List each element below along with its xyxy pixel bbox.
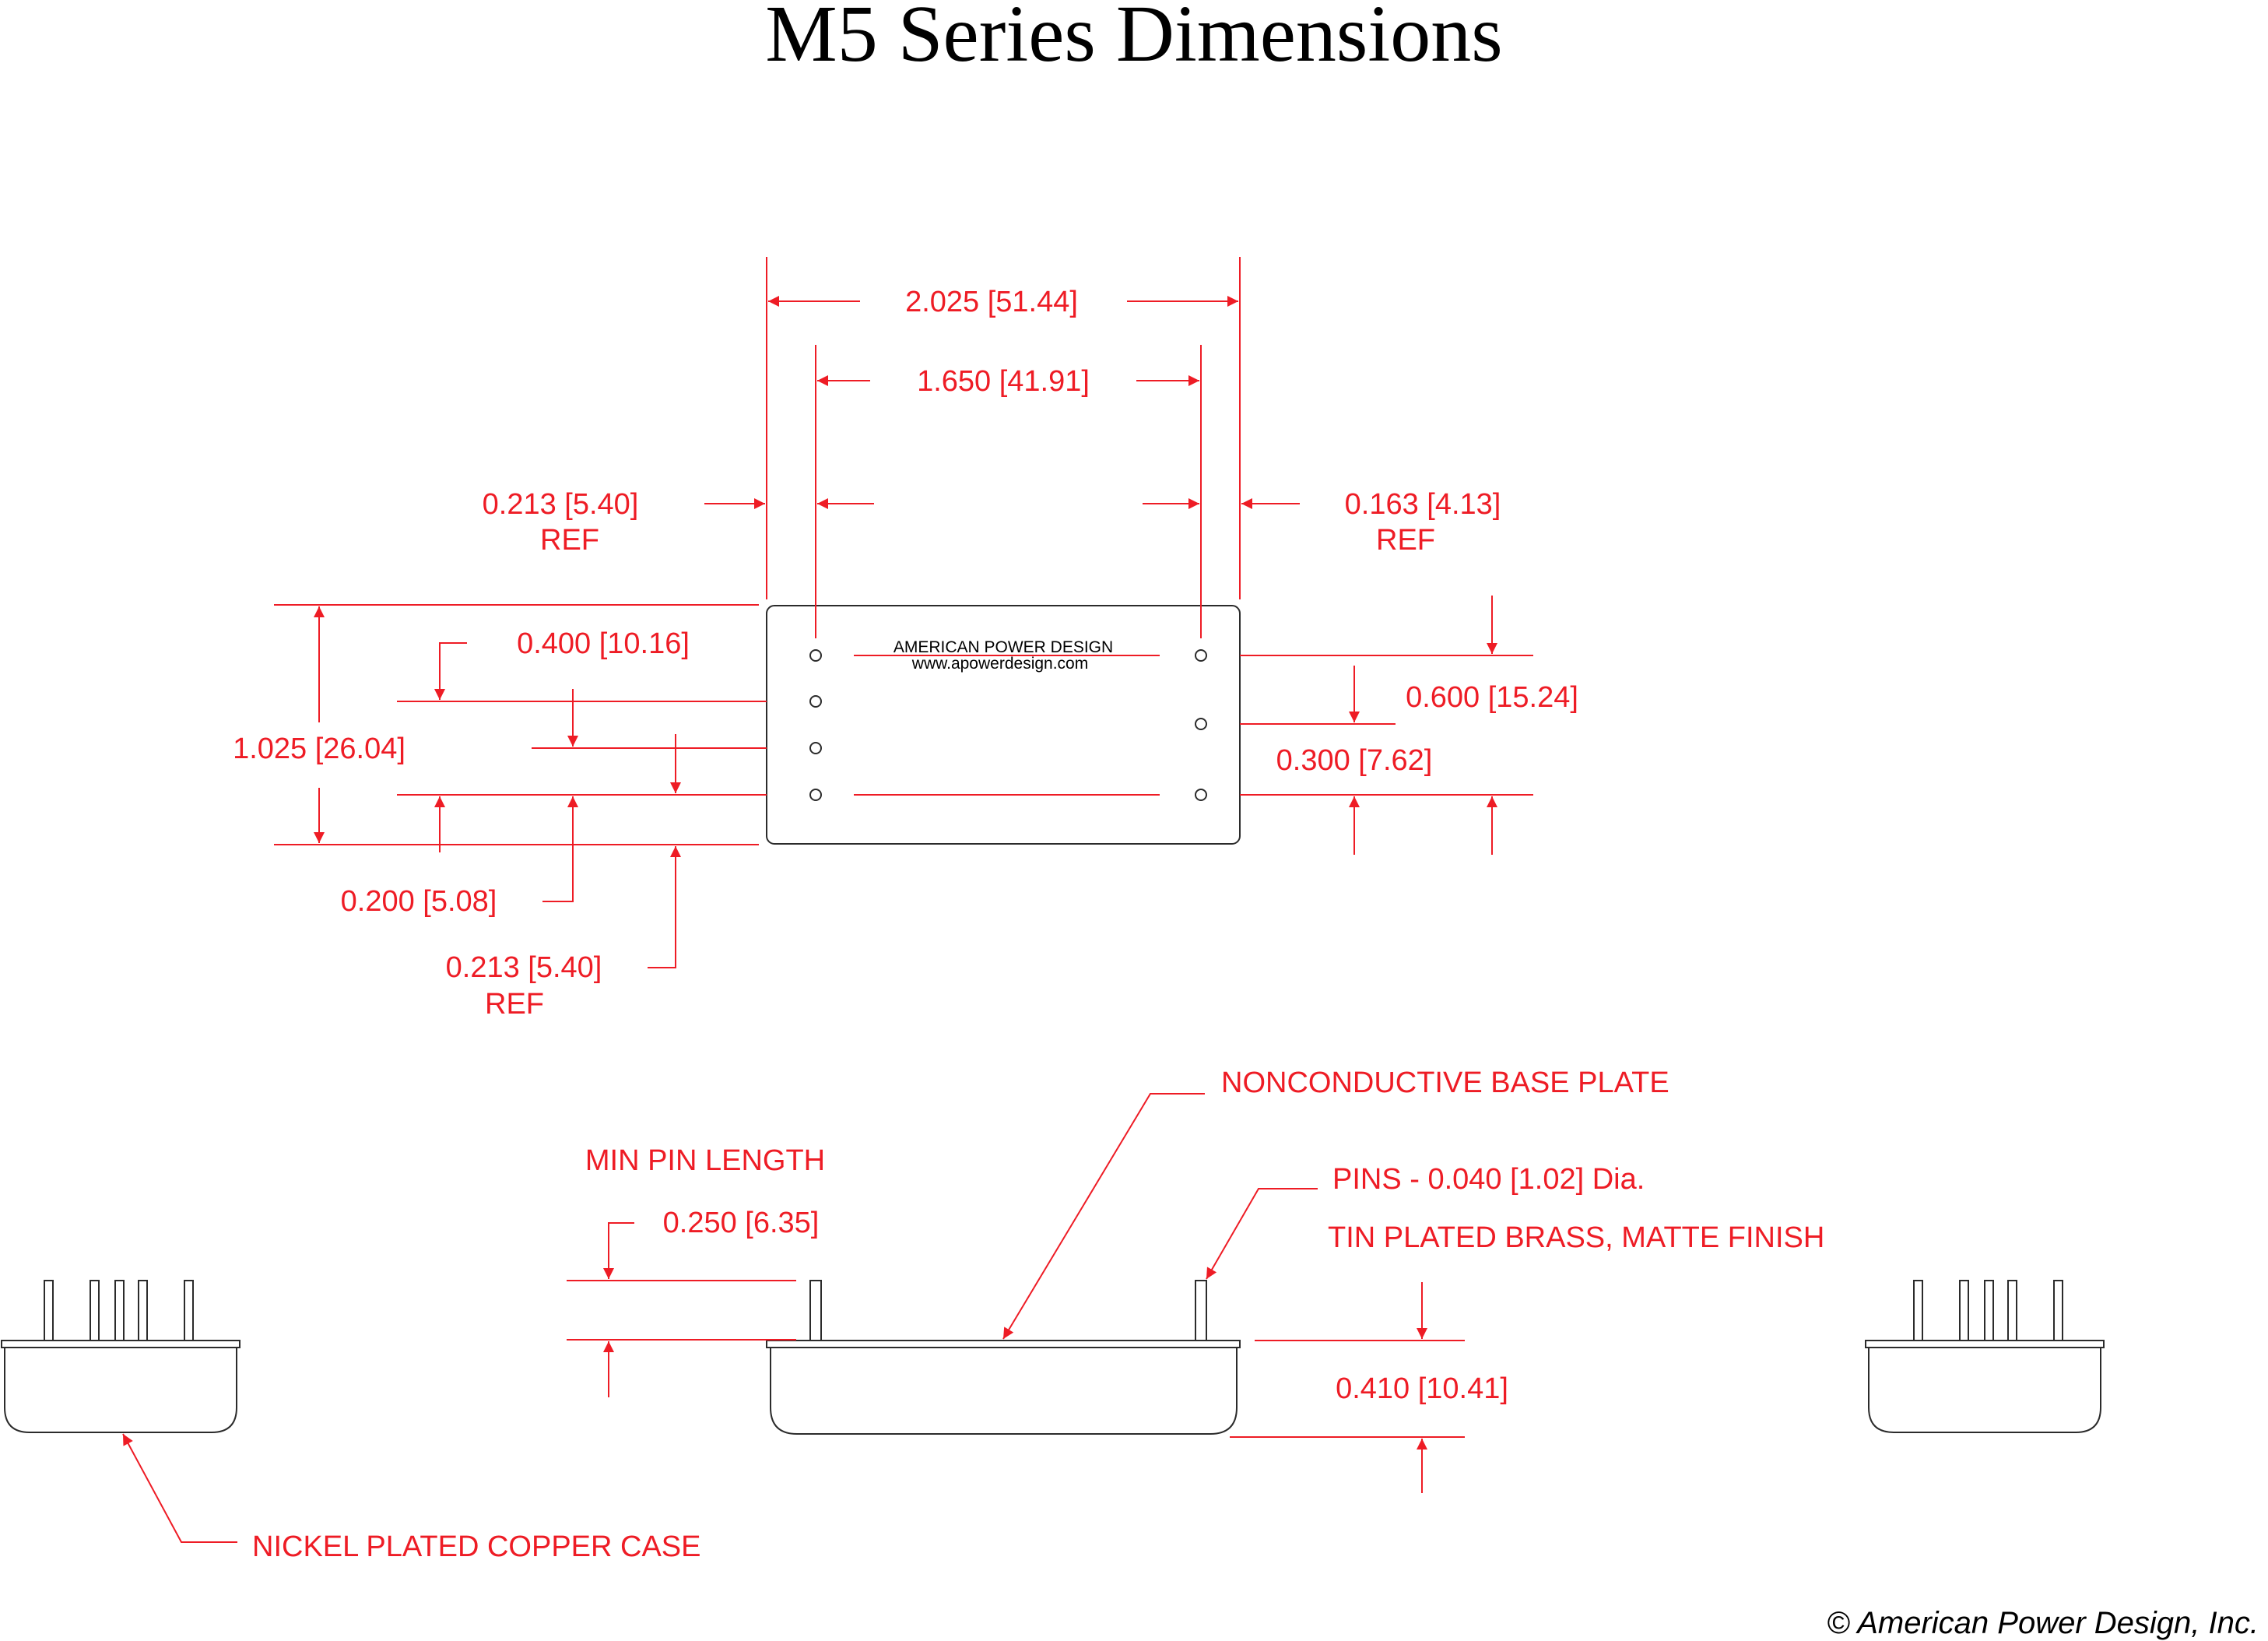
leader-min-pin [603, 1222, 634, 1279]
dim-bottom-ref-label: REF [485, 988, 544, 1021]
extension-lines [274, 257, 1533, 845]
dim-right-upper: 0.600 [15.24] [1406, 681, 1578, 714]
dim-bottom-pitch: 0.200 [5.08] [341, 885, 497, 918]
side-view-main [766, 1280, 1241, 1435]
copyright: © American Power Design, Inc. [1827, 1606, 2259, 1640]
dim-right-ref-value: 0.163 [4.13] [1345, 488, 1501, 521]
page-title: M5 Series Dimensions [765, 0, 1503, 79]
pin-hole [809, 649, 822, 662]
dim-right-lower: 0.300 [7.62] [1276, 744, 1433, 777]
top-view: AMERICAN POWER DESIGN www.apowerdesign.c… [766, 605, 1241, 845]
side-view-left [1, 1280, 240, 1433]
pin-hole [1195, 718, 1207, 730]
dim-left-ref-value: 0.213 [5.40] [483, 488, 639, 521]
callout-pins: PINS - 0.040 [1.02] Dia. [1332, 1163, 1645, 1196]
dim-bottom-ref-value: 0.213 [5.40] [446, 951, 602, 984]
dim-left-ref-label: REF [540, 524, 599, 557]
leader-base-plate [1002, 1093, 1205, 1340]
callout-base-plate: NONCONDUCTIVE BASE PLATE [1221, 1066, 1669, 1099]
dim-overall-width: 2.025 [51.44] [905, 286, 1078, 318]
dim-height: 1.025 [26.04] [233, 733, 406, 765]
leader-pins [1206, 1188, 1318, 1280]
pin-hole [809, 789, 822, 801]
leader-bottom-pitch [542, 796, 578, 902]
leader-bottom-ref [648, 846, 681, 968]
pin-hole [1195, 789, 1207, 801]
dim-pitch-left: 0.400 [10.16] [517, 627, 690, 660]
dim-body-height: 0.410 [10.41] [1336, 1372, 1508, 1405]
min-pin-value: 0.250 [6.35] [663, 1207, 820, 1239]
leader-pitch-left [434, 642, 467, 700]
pin-hole [809, 742, 822, 754]
dim-right-ref-label: REF [1376, 524, 1435, 557]
side-view-right [1865, 1280, 2105, 1433]
leader-case [122, 1433, 237, 1543]
callout-pin-finish: TIN PLATED BRASS, MATTE FINISH [1328, 1221, 1824, 1254]
dim-pin-span: 1.650 [41.91] [917, 365, 1090, 398]
callout-case: NICKEL PLATED COPPER CASE [252, 1530, 701, 1563]
pin-hole [809, 695, 822, 708]
brand-url: www.apowerdesign.com [911, 655, 1088, 673]
min-pin-label: MIN PIN LENGTH [585, 1144, 825, 1177]
pin-hole [1195, 649, 1207, 662]
brand-name: AMERICAN POWER DESIGN [894, 638, 1113, 656]
